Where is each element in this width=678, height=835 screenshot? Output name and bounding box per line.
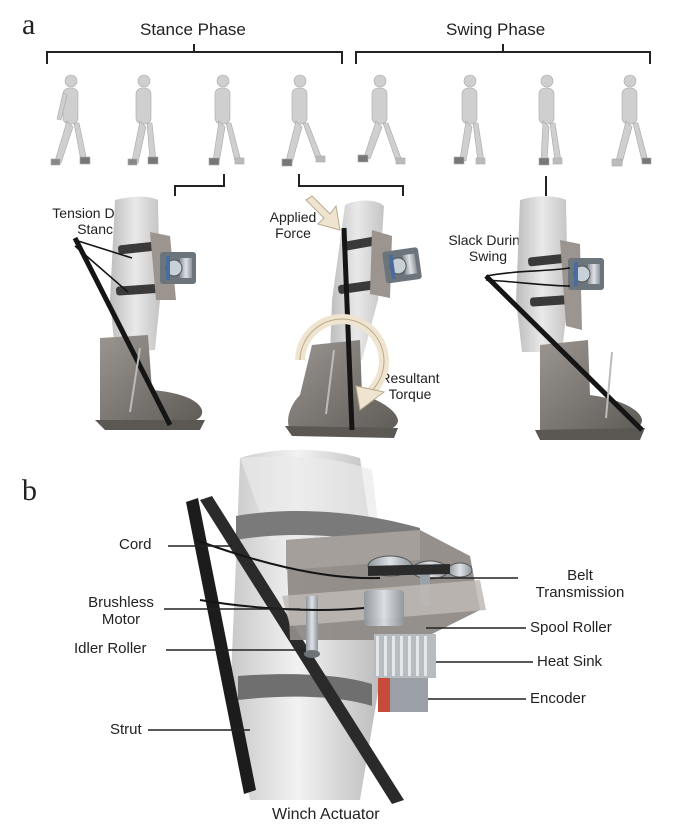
strut-label: Strut (110, 721, 142, 738)
encoder-label: Encoder (530, 690, 586, 707)
walking-figure-3 (208, 74, 245, 166)
figure-select-bracket-1 (174, 174, 225, 196)
winch-actuator-illustration (186, 449, 486, 804)
spool-roller-label: Spool Roller (530, 619, 612, 636)
walking-figure-5 (357, 74, 406, 165)
leg-illustration-swing (484, 196, 645, 440)
walking-figure-6 (453, 74, 486, 165)
stance-bracket (46, 44, 343, 64)
figure-select-bracket-2 (298, 174, 404, 196)
idler-roller-label: Idler Roller (74, 640, 147, 657)
heat-sink-fins (374, 634, 436, 678)
swing-bracket (355, 44, 651, 64)
swing-phase-label: Swing Phase (446, 20, 546, 39)
winch-actuator-caption: Winch Actuator (272, 806, 380, 823)
panel-letter-b: b (22, 474, 37, 507)
leg-illustration-stance (72, 196, 205, 430)
cord-label: Cord (119, 536, 152, 553)
leader-lines (148, 545, 533, 731)
heat-sink-label: Heat Sink (537, 653, 603, 670)
panel-letter-a: a (22, 8, 36, 41)
walking-figure-2 (127, 74, 159, 166)
leg-illustration-applied-force (285, 195, 422, 438)
walking-figure-7 (538, 74, 563, 166)
walking-figure-8 (611, 74, 652, 167)
stance-phase-label: Stance Phase (140, 20, 246, 39)
walking-figure-1 (50, 74, 91, 166)
walking-figure-4 (281, 74, 326, 167)
